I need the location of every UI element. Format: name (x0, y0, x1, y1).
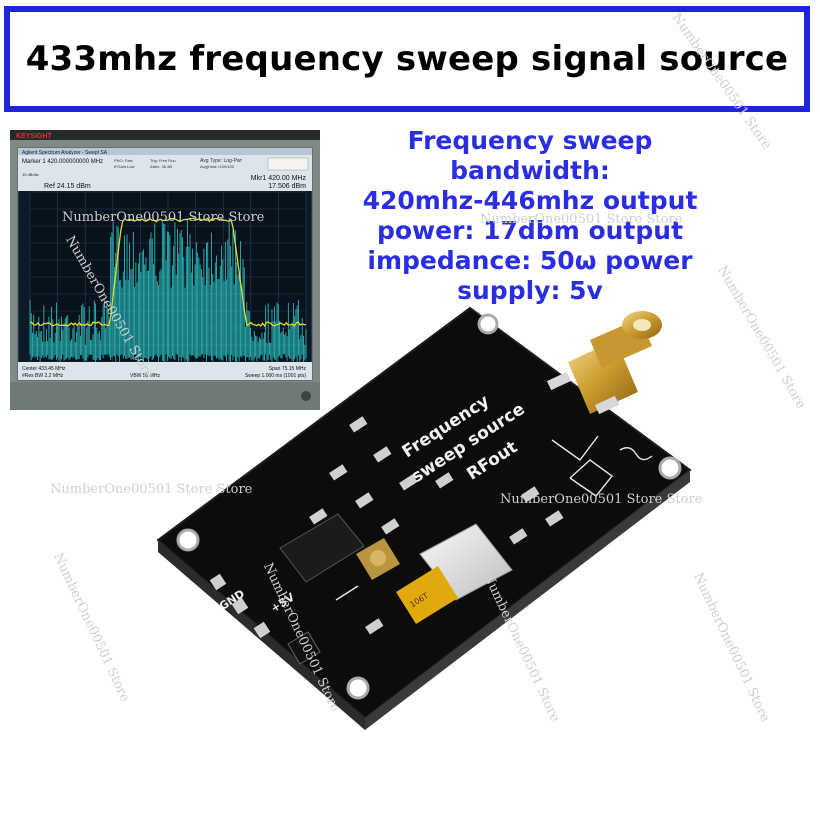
atten-label: Atten: 36 dB (150, 164, 172, 169)
sma-connector (546, 311, 662, 415)
header-pads (209, 573, 271, 639)
analyzer-app-title: Agilent Spectrum Analyzer - Swept SA (22, 150, 108, 156)
mkr-level: 17.506 dBm (268, 183, 306, 190)
marker-readout: Marker 1 420.000000000 MHz (22, 159, 103, 165)
trig-label: Trig: Free Run (150, 158, 176, 163)
trimmer-pot (356, 538, 400, 580)
gain-label: IFGain:Low (114, 164, 135, 169)
mounting-hole (658, 456, 682, 480)
center-frequency: Center 433.45 MHz (22, 366, 66, 372)
spec-text: Frequency sweep bandwidth: 420mhz-446mhz… (330, 126, 730, 306)
pno-label: PNO: Fast (114, 158, 134, 163)
spec-line: bandwidth: (450, 156, 610, 185)
ic-chip (279, 513, 365, 583)
spectrum-analyzer-photo: KEYSIGHT Agilent Spectrum Analyzer - Swe… (10, 130, 320, 410)
tantalum-capacitor: 106T (396, 566, 458, 624)
mounting-hole (477, 313, 499, 335)
title-banner: 433mhz frequency sweep signal source (4, 6, 810, 112)
pcb-board: Frequency sweep source RFout GND +5V 106… (156, 306, 692, 730)
spec-line: power: 17dbm output (376, 216, 684, 245)
spec-line: 420mhz-446mhz output (362, 186, 698, 215)
avg-hold-label: Avg|Hold:>100/100 (200, 164, 235, 169)
watermark: NumberOne00501 Store Store (480, 212, 683, 227)
spec-line: impedance: 50ω power (367, 246, 693, 275)
mounting-hole (176, 528, 200, 552)
watermark: NumberOne00501 Store Store (62, 210, 265, 225)
vbw: VBW 50 MHz (130, 373, 161, 379)
yellow-sweep-trace (29, 217, 307, 328)
span: Span 75.15 MHz (269, 366, 307, 372)
res-bw: #Res BW 2.2 MHz (22, 373, 64, 379)
sweep-time: Sweep 1.000 ms (1001 pts) (245, 373, 306, 379)
avg-type-label: Avg Type: Log-Pwr (200, 158, 242, 164)
inductor (287, 631, 321, 665)
spec-line: supply: 5v (457, 276, 603, 305)
scale-label: 10 dB/div (22, 172, 39, 177)
brand-label: KEYSIGHT (16, 133, 53, 140)
mounting-hole (346, 676, 370, 700)
banner-title: 433mhz frequency sweep signal source (25, 39, 789, 79)
watermark: NumberOne00501 Store (690, 570, 773, 725)
watermark: NumberOne00501 Store Store (500, 492, 703, 507)
smd-components (309, 416, 564, 635)
watermark: NumberOne00501 Store Store (50, 482, 253, 497)
cyan-noise-trace (29, 218, 307, 362)
mkr-frequency: Mkr1 420.00 MHz (251, 175, 307, 182)
ref-level: Ref 24.15 dBm (44, 183, 91, 190)
silk-symbols (335, 435, 653, 601)
watermark: NumberOne00501 Store (50, 550, 133, 705)
spec-line: Frequency sweep (407, 126, 653, 155)
watermark: NumberOne00501 Store (714, 263, 809, 412)
